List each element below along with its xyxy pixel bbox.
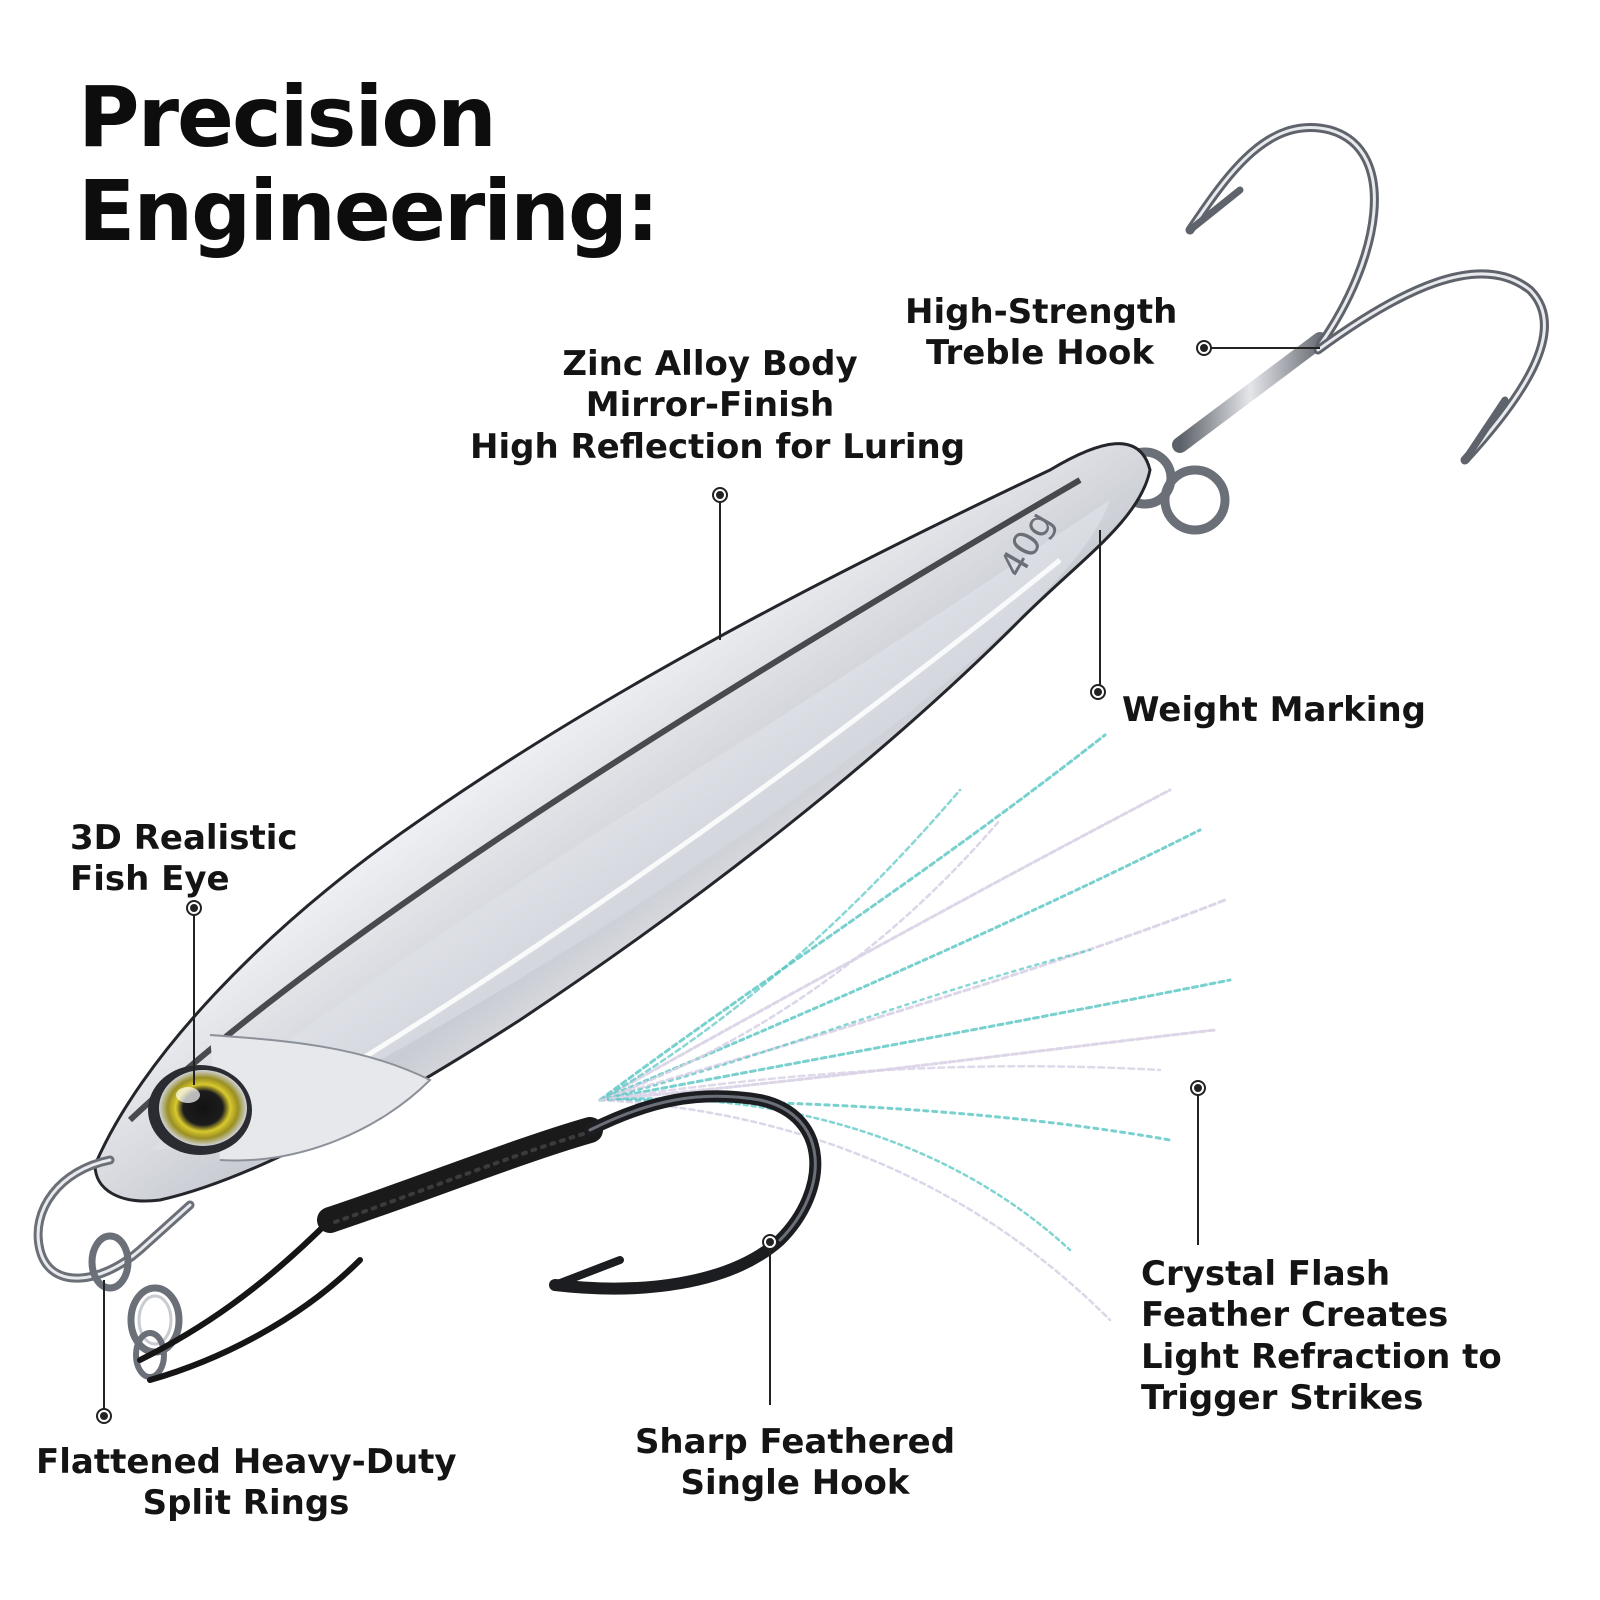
title-line: Engineering: — [78, 162, 660, 261]
callout-line: Split Rings — [142, 1483, 350, 1524]
callout-split-rings: Flattened Heavy-Duty Split Rings — [36, 1442, 457, 1525]
callout-fish-eye: 3D Realistic Fish Eye — [70, 818, 298, 901]
callout-line: Feather Creates — [1141, 1295, 1449, 1336]
page-title: Precision Engineering: — [78, 68, 660, 261]
callout-line: Treble Hook — [926, 333, 1154, 374]
callout-line: Zinc Alloy Body — [562, 344, 858, 384]
split-rings — [33, 1155, 195, 1380]
leader-dots — [96, 340, 1212, 1424]
title-line: Precision — [78, 68, 497, 166]
callout-line: Sharp Feathered — [634, 1422, 956, 1462]
single-hook — [137, 1090, 822, 1383]
callout-line: Light Refraction to — [1141, 1336, 1502, 1377]
callout-line: Weight Marking — [1122, 690, 1426, 730]
callout-single-hook: Sharp Feathered Single Hook — [630, 1422, 960, 1505]
callout-line: Flattened Heavy-Duty — [36, 1442, 457, 1482]
crystal-flash-feather — [598, 733, 1232, 1322]
callout-line: Fish Eye — [70, 859, 230, 900]
treble-hook — [1114, 123, 1549, 535]
fish-eye — [148, 1065, 252, 1155]
callout-line: High Reflection for Luring — [470, 426, 966, 467]
callout-crystal-flash: Crystal Flash Feather Creates Light Refr… — [1141, 1254, 1502, 1420]
callout-line: Mirror-Finish — [585, 385, 835, 426]
callout-weight-marking: Weight Marking — [1122, 690, 1426, 731]
callout-treble-hook: High-Strength Treble Hook — [905, 292, 1178, 375]
callout-line: Trigger Strikes — [1141, 1378, 1424, 1419]
callout-line: High-Strength — [905, 292, 1178, 332]
callout-line: Crystal Flash — [1141, 1254, 1391, 1294]
callout-zinc-alloy-body: Zinc Alloy Body Mirror-Finish High Refle… — [470, 344, 966, 468]
leader-lines — [103, 347, 1320, 1410]
callout-line: 3D Realistic — [70, 818, 298, 858]
zinc-alloy-body: 40g — [93, 442, 1152, 1203]
callout-line: Single Hook — [680, 1463, 910, 1504]
